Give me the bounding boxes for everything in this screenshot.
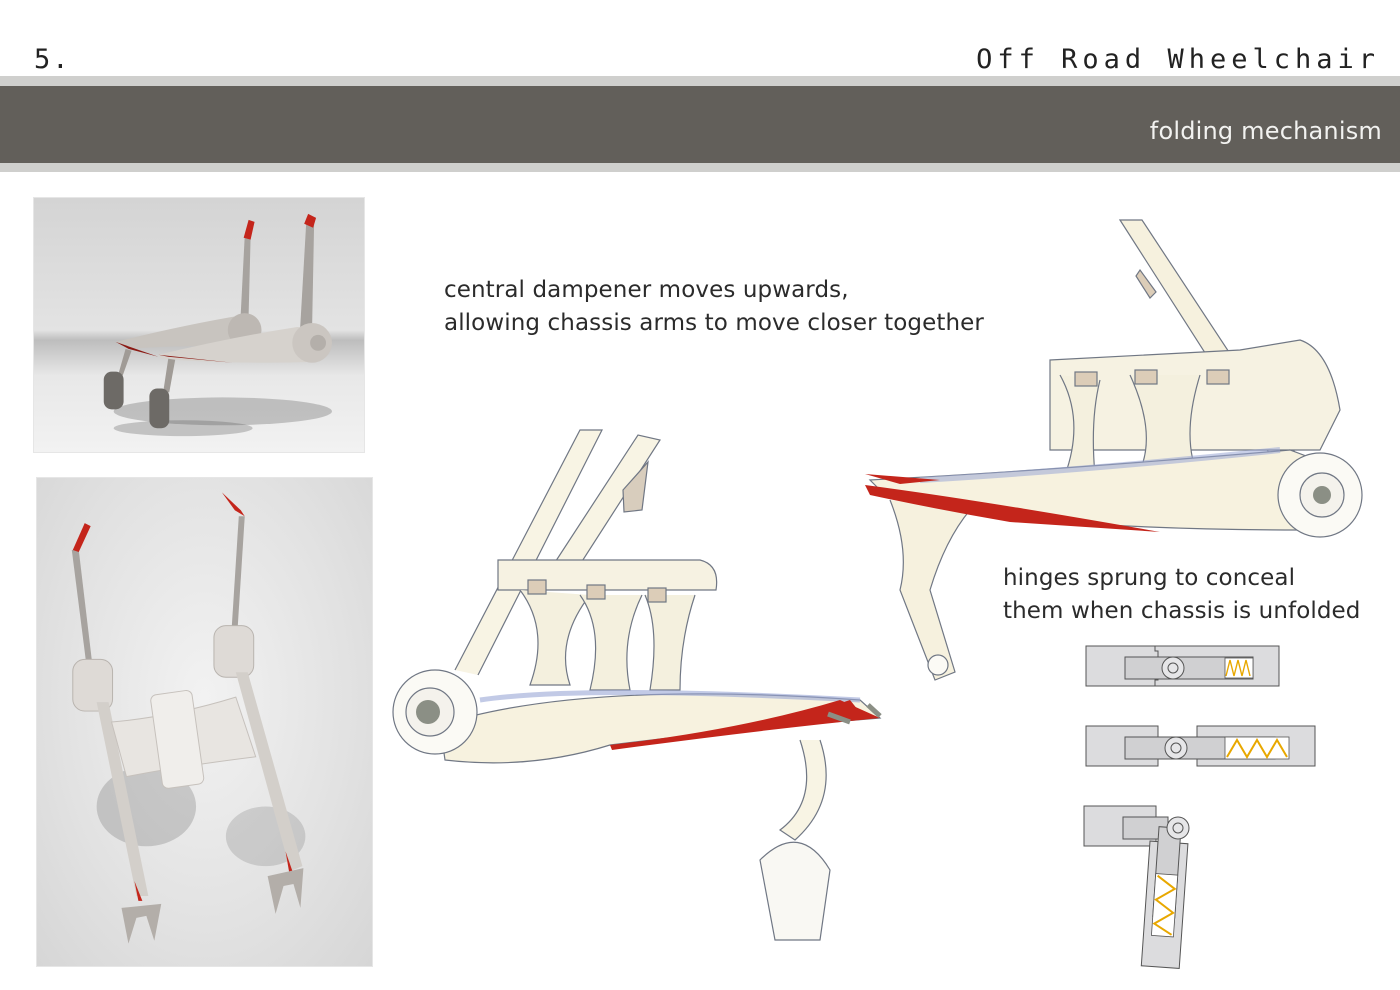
dampener-annotation-line-2: allowing chassis arms to move closer tog… xyxy=(444,310,984,336)
hinge-folded-drawing xyxy=(1083,805,1190,969)
hinges-annotation-line-1: hinges sprung to conceal xyxy=(1003,565,1296,591)
hinge-extended-drawing xyxy=(1085,725,1316,767)
header-band-bottom xyxy=(0,163,1400,172)
folded-chassis-render xyxy=(103,213,332,437)
hinge-diagram-extended xyxy=(1085,725,1317,770)
header-band xyxy=(0,86,1400,163)
spring-icon xyxy=(1226,738,1288,759)
render-side-view xyxy=(33,197,365,453)
hinge-diagram-folded xyxy=(1083,805,1203,970)
dampener-annotation-line-1: central dampener moves upwards, xyxy=(444,277,849,303)
project-title: Off Road Wheelchair xyxy=(976,44,1380,75)
folded-chassis-drawing xyxy=(865,219,1363,681)
header-band-top xyxy=(0,76,1400,86)
hinge-closed-drawing xyxy=(1085,645,1280,687)
folded-chassis-sketch xyxy=(860,210,1390,690)
spring-icon xyxy=(1225,659,1251,677)
hinges-annotation-line-2: them when chassis is unfolded xyxy=(1003,598,1361,624)
page-number: 5. xyxy=(34,44,71,75)
section-title: folding mechanism xyxy=(1149,117,1382,145)
chassis-arm-sketch xyxy=(380,400,940,950)
render-top-view xyxy=(36,477,373,967)
spring-icon xyxy=(1152,874,1177,936)
chassis-arm-drawing xyxy=(392,429,882,941)
dampener-annotation: central dampener moves upwards, allowing… xyxy=(444,274,984,340)
hinges-annotation: hinges sprung to conceal them when chass… xyxy=(1003,562,1361,628)
hinge-diagram-closed xyxy=(1085,645,1280,690)
unfolded-chassis-render xyxy=(71,492,306,944)
